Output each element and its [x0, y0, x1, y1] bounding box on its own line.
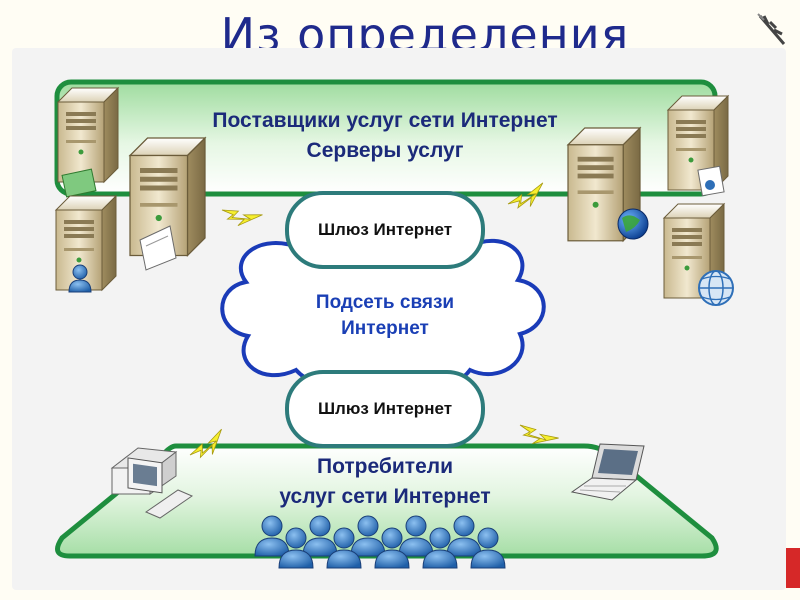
consumers-label: Потребители услуг сети Интернет: [210, 452, 560, 512]
certificate-icon: [697, 165, 725, 197]
laptop-icon: [570, 443, 645, 501]
consumers-line-1: Потребители: [316, 455, 453, 478]
consumers-line-2: услуг сети Интернет: [279, 485, 491, 508]
gateway-top-label: Шлюз Интернет: [317, 220, 453, 239]
lightning-icon: [218, 201, 263, 233]
user-icon: [68, 264, 92, 293]
gateway-bottom-label: Шлюз Интернет: [317, 399, 453, 418]
corner-accent: [786, 548, 800, 588]
gateway-bottom-shape: [285, 370, 485, 448]
gateway-top-shape: [285, 191, 485, 269]
desktop-computer-icon: [110, 447, 194, 519]
globe-icon: [698, 270, 734, 306]
server-icon: [57, 87, 119, 183]
subnet-label: Подсеть связи Интернет: [270, 290, 500, 342]
providers-label: Поставщики услуг сети Интернет Серверы у…: [150, 106, 620, 166]
document-icon: [139, 225, 177, 271]
subnet-line-2: Интернет: [341, 318, 429, 339]
providers-line-2: Серверы услуг: [306, 139, 464, 162]
providers-line-1: Поставщики услуг сети Интернет: [212, 109, 558, 132]
money-icon: [61, 168, 97, 198]
subnet-line-1: Подсеть связи: [315, 292, 455, 313]
feather-quill-icon: [757, 13, 786, 45]
